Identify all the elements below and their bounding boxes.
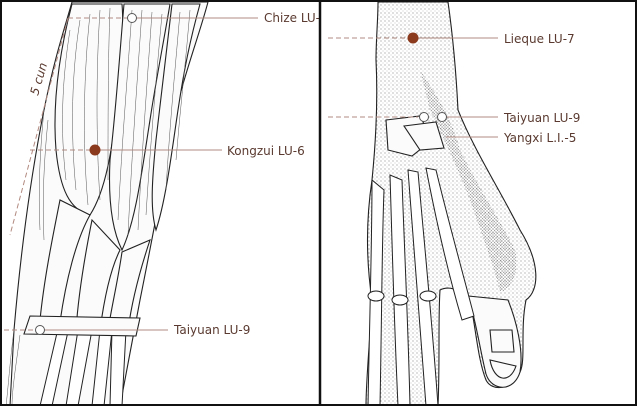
right-panel-hand: Lieque LU-7 Taiyuan LU-9 Yangxi L.I.-5 xyxy=(328,2,580,406)
taiyuan-right-secondary-marker xyxy=(438,113,447,122)
chize-point-marker[interactable] xyxy=(128,14,137,23)
taiyuan-right-point-marker[interactable] xyxy=(420,113,429,122)
kongzui-label: Kongzui LU-6 xyxy=(227,144,305,158)
measure-label: 5 cun xyxy=(27,61,50,97)
lieque-label: Lieque LU-7 xyxy=(504,32,575,46)
yangxi-label: Yangxi L.I.-5 xyxy=(503,131,576,145)
taiyuan-right-label: Taiyuan LU-9 xyxy=(503,111,580,125)
left-panel-forearm: 5 cun Chize LU-5 Kongzui LU-6 Taiyuan LU… xyxy=(4,2,328,406)
chize-label: Chize LU-5 xyxy=(264,11,328,25)
lieque-point-marker[interactable] xyxy=(408,33,419,44)
kongzui-point-marker[interactable] xyxy=(90,145,101,156)
taiyuan-left-point-marker[interactable] xyxy=(36,326,45,335)
taiyuan-left-label: Taiyuan LU-9 xyxy=(173,323,250,337)
